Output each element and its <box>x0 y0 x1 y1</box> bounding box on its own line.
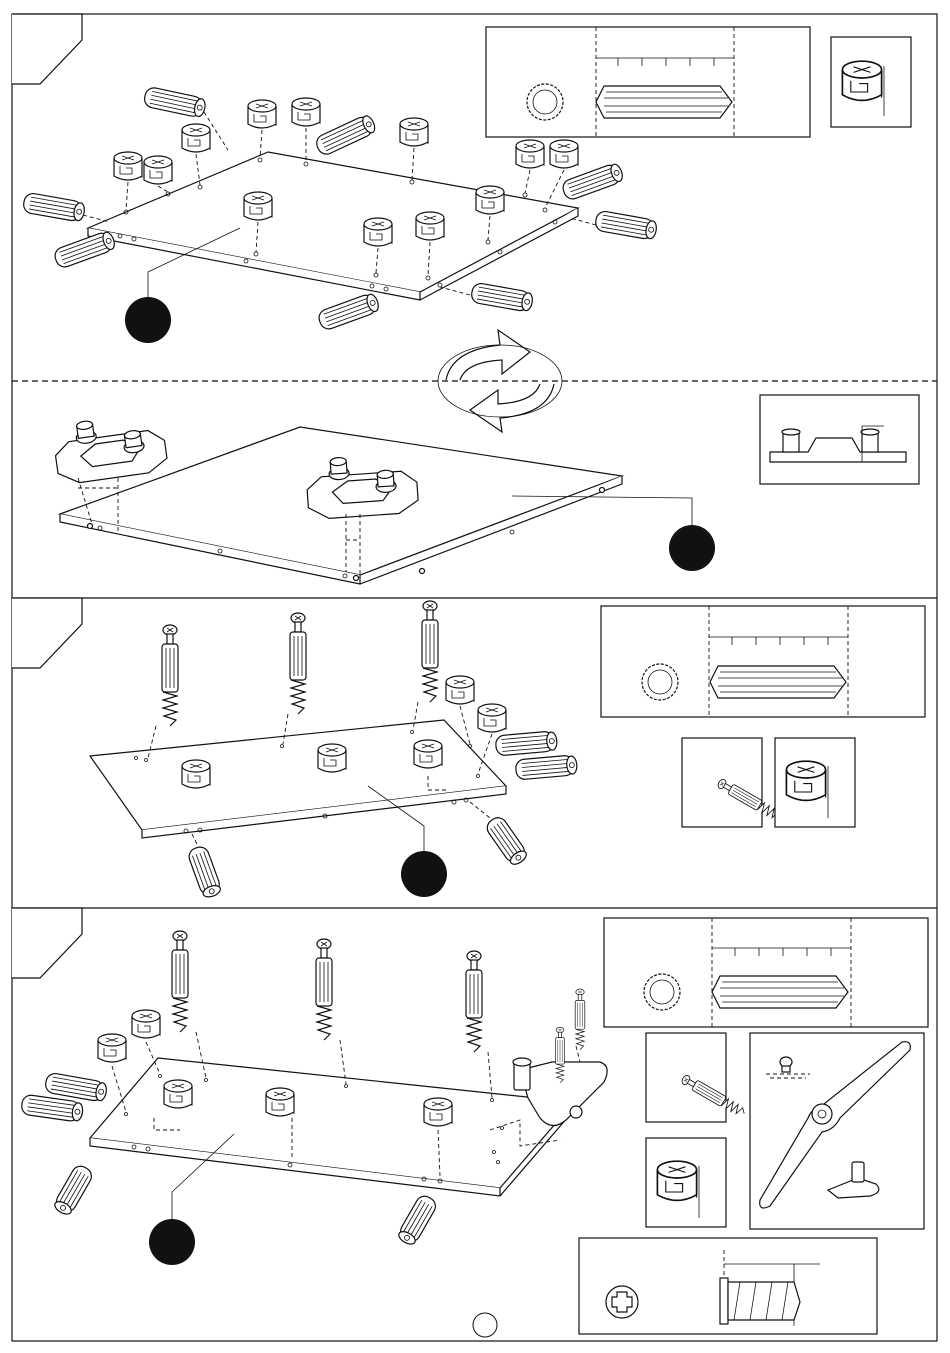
dowel-spec-box <box>486 27 810 137</box>
dowel-icon <box>143 86 207 118</box>
panel-reference-badge <box>125 297 171 343</box>
step-3-diagram <box>21 931 608 1265</box>
lid-stay-spec-box <box>750 1033 924 1229</box>
cam-lock-icon <box>182 124 210 152</box>
cam-lock-icon <box>248 100 276 128</box>
panel-reference-badge <box>149 1219 195 1265</box>
cam-lock-icon <box>400 118 428 146</box>
cam-lock-icon <box>416 212 444 240</box>
step-number-tab <box>12 908 82 978</box>
dowel-icon <box>470 282 534 312</box>
cam-bolt-icon <box>162 625 178 726</box>
cam-lock-icon <box>132 1010 160 1038</box>
step-1b-diagram <box>51 411 715 584</box>
page-number-circle <box>473 1313 497 1337</box>
step-number-tab <box>12 598 82 668</box>
cam-bolt-icon <box>172 931 188 1032</box>
dowel-spec-box <box>604 918 928 1027</box>
cam-lock-icon <box>292 98 320 126</box>
cam-lock-icon <box>266 1088 294 1116</box>
cam-lock-icon <box>182 760 210 788</box>
dowel-icon <box>484 814 530 867</box>
cam-lock-icon <box>318 744 346 772</box>
panel-reference-badge <box>401 851 447 897</box>
cam-lock-icon <box>414 740 442 768</box>
cam-lock-icon <box>657 1161 696 1200</box>
dowel-icon <box>594 210 658 240</box>
cam-lock-spec-box <box>646 1138 726 1227</box>
dowel-icon <box>52 1163 95 1217</box>
hinge-plate-icon <box>51 411 168 486</box>
cam-lock-icon <box>114 152 142 180</box>
dowel-icon <box>22 192 86 222</box>
cam-lock-icon <box>516 140 544 168</box>
step-number-tab <box>12 14 82 84</box>
cam-lock-icon <box>424 1098 452 1126</box>
dowel-icon <box>396 1193 439 1247</box>
screw-spec-box <box>579 1238 877 1334</box>
dowel-icon <box>53 230 117 270</box>
dowel-icon <box>21 1094 84 1122</box>
dowel-icon <box>187 845 223 900</box>
cam-lock-icon <box>786 761 825 800</box>
cam-bolt-icon <box>422 601 438 702</box>
screw-icon <box>575 989 585 1050</box>
cam-lock-icon <box>364 218 392 246</box>
cam-lock-icon <box>98 1034 126 1062</box>
step-2-diagram <box>90 601 578 899</box>
dowel-icon <box>495 731 558 756</box>
cam-bolt-icon <box>466 951 482 1052</box>
cam-lock-spec-box <box>775 738 855 827</box>
cam-lock-icon <box>550 140 578 168</box>
cam-bolt-icon <box>316 939 332 1040</box>
cam-lock-icon <box>478 704 506 732</box>
cam-lock-icon <box>842 61 881 100</box>
cam-bolt-spec-box <box>682 738 783 827</box>
hinge-plate-spec-box <box>760 395 919 484</box>
dowel-icon <box>515 755 578 780</box>
cam-bolt-icon <box>290 613 306 714</box>
cam-lock-icon <box>164 1080 192 1108</box>
dowel-spec-box <box>601 606 925 717</box>
panel-reference-badge <box>669 525 715 571</box>
cam-lock-icon <box>244 192 272 220</box>
cam-lock-icon <box>476 186 504 214</box>
cam-lock-icon <box>446 676 474 704</box>
cam-bolt-spec-box <box>646 1033 747 1122</box>
cam-lock-spec-box <box>831 37 911 127</box>
cam-lock-icon <box>144 156 172 184</box>
dowel-icon <box>314 113 378 157</box>
dowel-icon <box>317 292 381 332</box>
